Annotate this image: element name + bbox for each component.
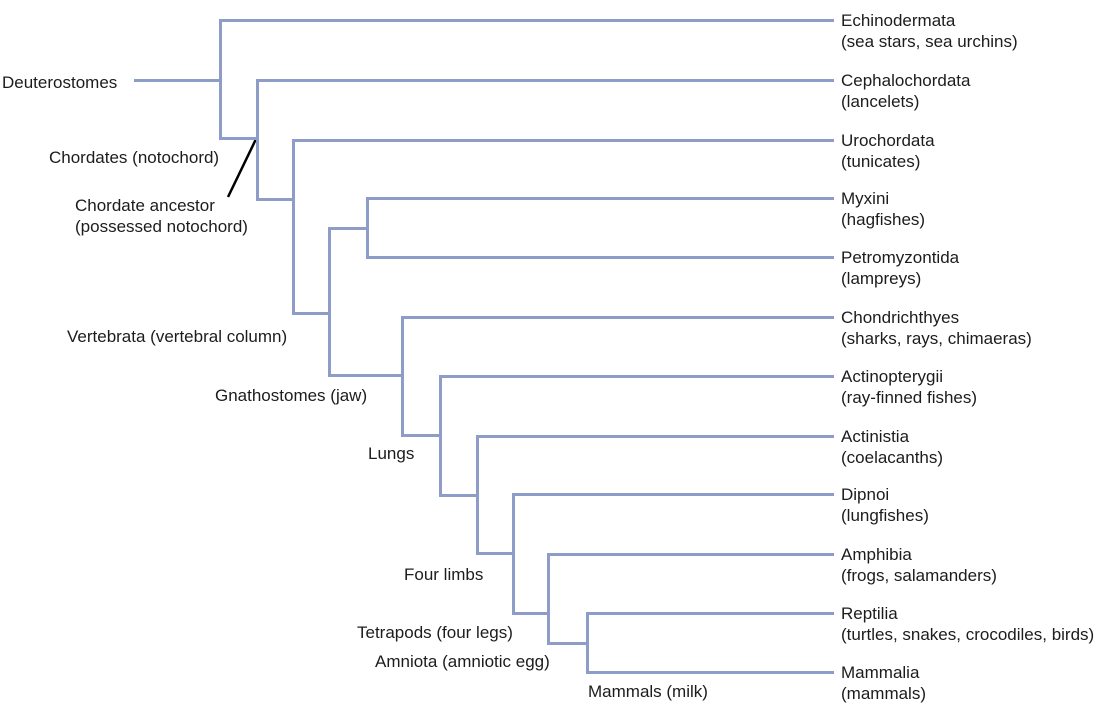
node-label-line: Gnathostomes (jaw): [215, 386, 368, 405]
taxon-name: Cephalochordata: [841, 71, 971, 90]
branch-actinistia: [476, 435, 834, 438]
connector-tetrapods: [512, 612, 549, 615]
taxon-label-echinodermata: Echinodermata (sea stars, sea urchins): [841, 10, 1018, 52]
node-label-gnathostomes: Gnathostomes (jaw): [215, 385, 367, 406]
branch-myxini: [366, 197, 834, 200]
node-label-line: Tetrapods (four legs): [357, 623, 513, 642]
taxon-common-name: (sea stars, sea urchins): [841, 32, 1018, 51]
deuterostomes-root-line: [134, 79, 221, 82]
node-label-vertebrata: Vertebrata (vertebral column): [67, 326, 287, 347]
node-label-mammals: Mammals (milk): [588, 681, 708, 702]
node-label-deuterostomes: Deuterostomes: [2, 72, 117, 93]
node-label-chordate-ancestor: Chordate ancestor (possessed notochord): [75, 195, 248, 237]
node-label-line: Vertebrata (vertebral column): [67, 327, 288, 346]
taxon-common-name: (coelacanths): [841, 448, 944, 467]
taxon-label-amphibia: Amphibia (frogs, salamanders): [841, 544, 997, 586]
taxon-common-name: (lancelets): [841, 92, 920, 111]
taxon-common-name: (mammals): [841, 684, 926, 703]
taxon-name: Amphibia: [841, 545, 912, 564]
taxon-name: Chondrichthyes: [841, 308, 960, 327]
taxon-label-cephalochordata: Cephalochordata (lancelets): [841, 70, 970, 112]
connector-gnathostomes: [328, 374, 403, 377]
branch-dipnoi: [512, 493, 834, 496]
node-label-line: Amniota (amniotic egg): [375, 652, 550, 671]
branch-cephalochordata: [256, 79, 834, 82]
branch-chondrichthyes: [401, 316, 834, 319]
taxon-label-petromyzontida: Petromyzontida (lampreys): [841, 247, 959, 289]
node-label-line: Lungs: [368, 444, 415, 463]
branch-urochordata: [292, 139, 834, 142]
connector-tunicate-clade: [256, 198, 294, 201]
taxon-common-name: (hagfishes): [841, 210, 926, 229]
taxon-name: Urochordata: [841, 131, 935, 150]
node-label-line: Chordates (notochord): [49, 148, 220, 167]
taxon-name: Actinistia: [841, 427, 910, 446]
node-label-lungs: Lungs: [368, 443, 414, 464]
branch-echinodermata: [219, 19, 834, 22]
taxon-label-actinistia: Actinistia (coelacanths): [841, 426, 943, 468]
node-label-line: Mammals (milk): [588, 682, 708, 701]
branch-reptilia: [586, 612, 834, 615]
taxon-name: Petromyzontida: [841, 248, 960, 267]
connector-hagfish-lamprey: [328, 227, 368, 230]
branch-amphibia: [547, 553, 834, 556]
taxon-common-name: (ray-finned fishes): [841, 388, 978, 407]
connector-vertebrata: [292, 312, 330, 315]
taxon-label-chondrichthyes: Chondrichthyes (sharks, rays, chimaeras): [841, 307, 1032, 349]
tetrapod-node-vertical: [547, 553, 550, 645]
taxon-name: Echinodermata: [841, 11, 956, 30]
node-label-line: Deuterostomes: [2, 73, 118, 92]
connector-chordates: [219, 137, 258, 140]
node-label-line: Chordate ancestor: [75, 196, 215, 215]
taxon-label-mammalia: Mammalia (mammals): [841, 662, 926, 704]
taxon-name: Dipnoi: [841, 485, 890, 504]
connector-lungs-clade: [401, 434, 441, 437]
node-label-amniota: Amniota (amniotic egg): [375, 651, 550, 672]
node-label-tetrapods: Tetrapods (four legs): [357, 622, 513, 643]
taxon-common-name: (lungfishes): [841, 506, 929, 525]
chordate-ancestor-callout-line: [226, 138, 258, 198]
taxon-name: Actinopterygii: [841, 367, 944, 386]
taxon-label-urochordata: Urochordata (tunicates): [841, 130, 935, 172]
taxon-common-name: (turtles, snakes, crocodiles, birds): [841, 625, 1095, 644]
taxon-common-name: (tunicates): [841, 152, 921, 171]
connector-coelacanth-clade: [439, 494, 478, 497]
branch-mammalia: [586, 671, 834, 674]
node-label-line: (possessed notochord): [75, 217, 248, 236]
taxon-common-name: (sharks, rays, chimaeras): [841, 329, 1032, 348]
taxon-label-actinopterygii: Actinopterygii (ray-finned fishes): [841, 366, 977, 408]
node-label-line: Four limbs: [404, 565, 484, 584]
connector-amniotes: [547, 642, 588, 645]
taxon-name: Myxini: [841, 189, 890, 208]
vertebrata-node-vertical: [328, 227, 331, 377]
taxon-label-myxini: Myxini (hagfishes): [841, 188, 925, 230]
taxon-label-reptilia: Reptilia (turtles, snakes, crocodiles, bi…: [841, 603, 1094, 645]
branch-actinopterygii: [439, 375, 834, 378]
taxon-name: Reptilia: [841, 604, 898, 623]
tunicate-vertebrate-vertical: [292, 139, 295, 315]
chordate-node-vertical: [256, 79, 259, 201]
taxon-common-name: (lampreys): [841, 269, 922, 288]
taxon-name: Mammalia: [841, 663, 920, 682]
node-label-chordates: Chordates (notochord): [49, 147, 219, 168]
branch-petromyzontida: [366, 256, 834, 259]
taxon-label-dipnoi: Dipnoi (lungfishes): [841, 484, 929, 526]
connector-four-limbs-clade: [476, 552, 514, 555]
taxon-common-name: (frogs, salamanders): [841, 566, 997, 585]
node-label-four-limbs: Four limbs: [404, 564, 483, 585]
